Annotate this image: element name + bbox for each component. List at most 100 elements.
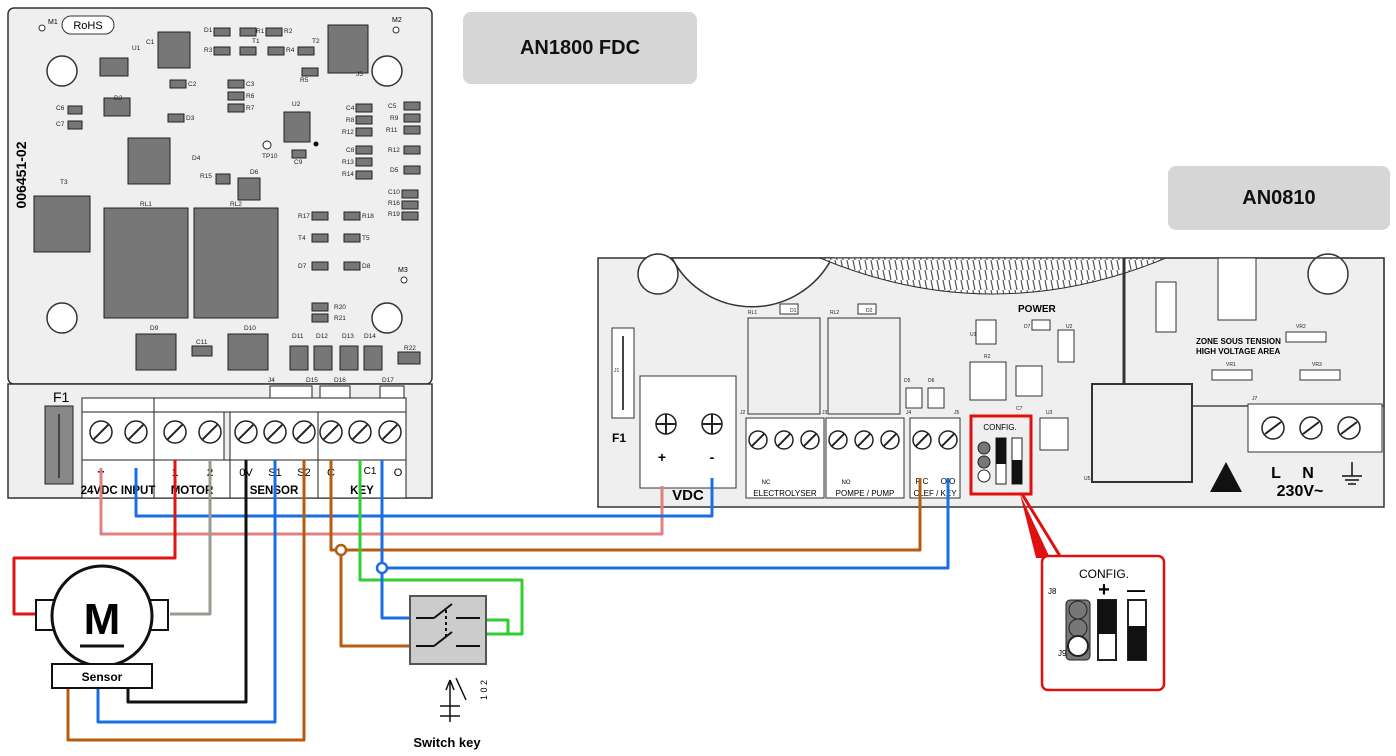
chip-d2 [103, 97, 131, 117]
hv-zone-en: HIGH VOLTAGE AREA [1196, 347, 1281, 356]
an0810-board: ZONE SOUS TENSION HIGH VOLTAGE AREA F1 P… [597, 253, 1385, 508]
an0810-title: AN0810 [1242, 186, 1316, 209]
capacitor-round [670, 257, 834, 308]
component-label: U1 [132, 45, 141, 52]
chip-d4 [127, 137, 171, 185]
m3-label: M3 [398, 267, 408, 274]
component-label: D14 [364, 333, 376, 340]
fdc-fuse-text: F1 [53, 389, 70, 405]
motor: M Sensor [35, 564, 169, 689]
chip-c1 [157, 31, 191, 69]
mount-hole [1307, 253, 1349, 295]
fdc-title: AN1800 FDC [519, 36, 641, 59]
diode-d9 [135, 333, 177, 371]
component-label: D5 [904, 378, 911, 384]
component-label: U2 [1066, 324, 1073, 330]
switch-key: 1 0 2 Switch key [409, 595, 489, 750]
component-label: R12 [388, 147, 400, 154]
component-label: J4 [268, 377, 275, 384]
component-label: D6 [250, 169, 259, 176]
diode-d10 [227, 333, 269, 371]
chip-u1 [99, 57, 129, 77]
smd-parts [67, 27, 421, 365]
component-label: C7 [56, 121, 65, 128]
component-label: R5 [300, 77, 309, 84]
config-zoom-j8: J8 [1048, 587, 1057, 596]
key-label: CLEF / KEY [913, 489, 957, 498]
component-label: D12 [316, 333, 328, 340]
component-label: R6 [246, 93, 255, 100]
component-label: C4 [346, 105, 355, 112]
component-label: J5 [356, 71, 363, 78]
component-label: U3 [1046, 410, 1053, 416]
wire-gray-motor [170, 460, 212, 616]
chip-u2 [283, 111, 311, 143]
component-label: R17 [298, 213, 310, 220]
component-label: D8 [362, 263, 371, 270]
config-zoom-plus: + [1098, 579, 1110, 601]
component-label: D7 [1024, 324, 1031, 330]
motor-sensor-box [51, 663, 153, 689]
mains-screws [1261, 416, 1361, 440]
config-zoom: CONFIG. + — J8 J9 [1020, 493, 1166, 692]
component-label: R13 [342, 159, 354, 166]
svg-text:NO: NO [842, 480, 851, 486]
component-label: J7 [1252, 396, 1258, 402]
component-label: R14 [342, 171, 354, 178]
config-highlight [969, 414, 1033, 496]
component-label: R3 [204, 47, 213, 54]
wire-brown-key-c [329, 460, 922, 552]
component-label: R4 [286, 47, 295, 54]
mount-hole [637, 253, 679, 295]
component-label: J1 [614, 368, 620, 374]
wire-blue-sensor-s1 [96, 460, 277, 724]
component-label: R2 [284, 28, 293, 35]
wire-black-sensor-0v [126, 460, 248, 704]
ground-icon [1342, 462, 1362, 485]
component-label: C9 [294, 159, 303, 166]
fdc-label-key: KEY [350, 485, 374, 497]
component-label: VR3 [1312, 362, 1322, 368]
m1-label: M1 [48, 19, 58, 26]
component-label: C2 [188, 81, 197, 88]
component-label: RL1 [748, 310, 757, 316]
wire-brown-switch [339, 550, 410, 648]
component-label: C1 [146, 39, 155, 46]
config-zoom-minus: — [1127, 580, 1145, 600]
component-label: C6 [56, 105, 65, 112]
component-label: VR2 [1296, 324, 1306, 330]
component-label: D7 [298, 263, 307, 270]
component-label: T2 [312, 38, 320, 45]
an0810-vdc-label: VDC [672, 487, 704, 504]
component-label: RL1 [140, 201, 152, 208]
component-label: C10 [388, 189, 400, 196]
component-label: C7 [1016, 406, 1023, 412]
fdc-screw-terminals [89, 420, 402, 444]
component-label: R1 [256, 28, 265, 35]
fdc-title-box: AN1800 FDC [463, 12, 697, 84]
component-label: T3 [60, 179, 68, 186]
svg-text:NC: NC [762, 480, 771, 486]
chip-d6 [237, 177, 261, 201]
zoom-pointer [1020, 494, 1050, 558]
component-label: R9 [390, 115, 399, 122]
component-label: R11 [386, 127, 398, 134]
wire-green-switch [486, 618, 510, 634]
component-label: R19 [388, 211, 400, 218]
an0810-relay-rl2 [827, 317, 901, 415]
an0810-vdc-block [639, 375, 737, 489]
test-point-m2 [392, 26, 400, 34]
diode-d13 [339, 345, 359, 371]
an0810-relay-rl1 [747, 317, 821, 415]
fdc-label-input: 24VDC INPUT [81, 485, 156, 497]
header-d15 [269, 385, 313, 399]
component-label: RL2 [830, 310, 839, 316]
pump-label: POMPE / PUMP [836, 489, 895, 498]
component-label: D1 [790, 308, 797, 314]
component-label: C8 [346, 147, 355, 154]
part-number: 006451-02 [13, 141, 29, 208]
component-label: J2 [740, 410, 746, 416]
switch-positions: 1 0 2 [479, 680, 489, 700]
mains-n: N [1302, 465, 1314, 482]
